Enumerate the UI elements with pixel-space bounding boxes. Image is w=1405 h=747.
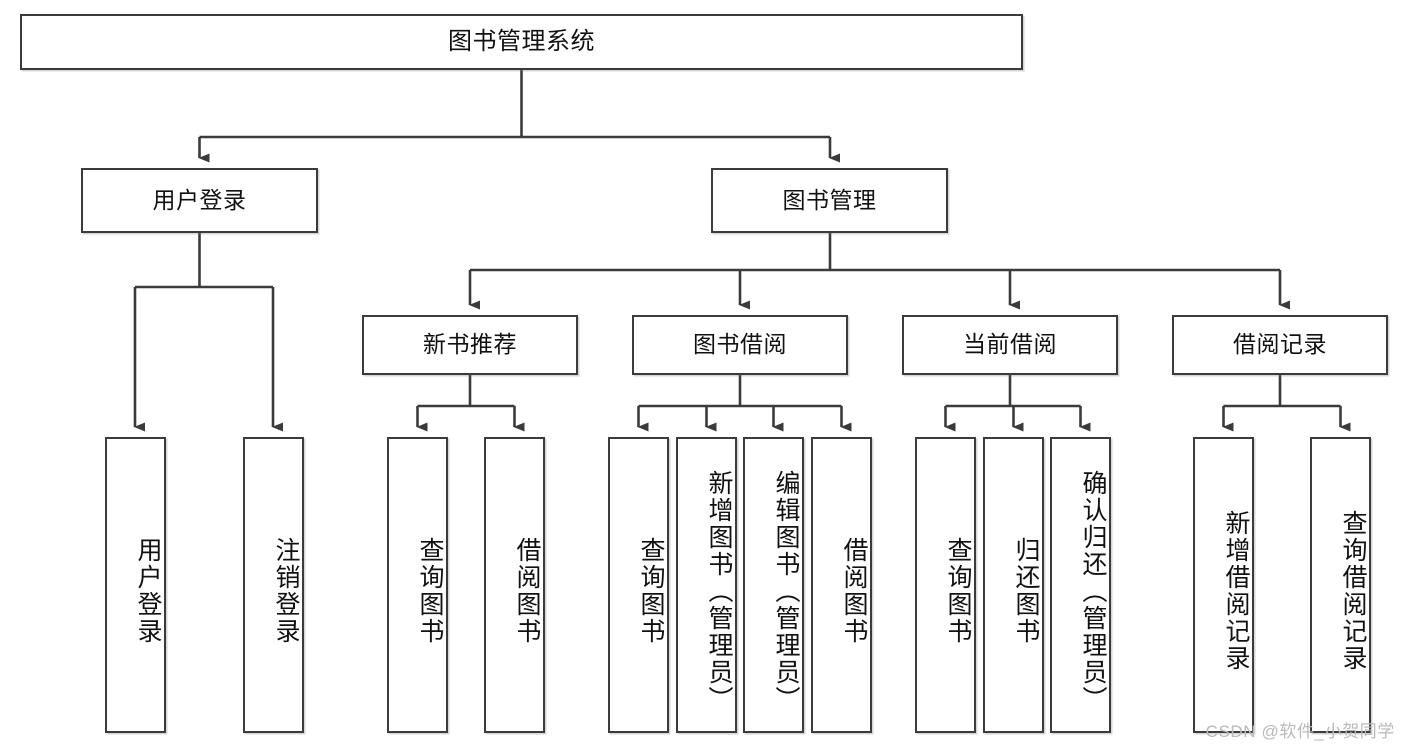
- node-borrow-records[interactable]: 借阅记录: [1172, 315, 1388, 375]
- leaf-label: 注销登录: [272, 537, 300, 645]
- leaf-label: 借阅图书: [513, 537, 541, 645]
- leaf-label: 编辑图书（管理员）: [772, 469, 800, 713]
- node-book-borrow[interactable]: 图书借阅: [632, 315, 848, 375]
- leaf-query-borrow-record[interactable]: 查询借阅记录: [1310, 437, 1371, 733]
- node-book-management-label: 图书管理: [782, 186, 877, 213]
- leaf-label: 借阅图书: [840, 537, 868, 645]
- leaf-add-borrow-record[interactable]: 新增借阅记录: [1193, 437, 1254, 733]
- node-root-label: 图书管理系统: [448, 27, 595, 55]
- node-new-book-recommend-label: 新书推荐: [423, 331, 517, 358]
- leaf-logout-login[interactable]: 注销登录: [243, 437, 304, 733]
- leaf-add-book-admin[interactable]: 新增图书（管理员）: [676, 437, 737, 733]
- leaf-label: 归还图书: [1012, 537, 1040, 645]
- node-book-management[interactable]: 图书管理: [711, 168, 948, 233]
- leaf-label: 新增图书（管理员）: [705, 469, 733, 713]
- leaf-borrow-book[interactable]: 借阅图书: [811, 437, 872, 733]
- leaf-query-book-current[interactable]: 查询图书: [915, 437, 976, 733]
- leaf-return-book[interactable]: 归还图书: [983, 437, 1044, 733]
- leaf-confirm-return-admin[interactable]: 确认归还（管理员）: [1050, 437, 1111, 733]
- node-root[interactable]: 图书管理系统: [20, 14, 1023, 70]
- node-current-borrow[interactable]: 当前借阅: [902, 315, 1118, 375]
- leaf-borrow-book-recommend[interactable]: 借阅图书: [484, 437, 545, 733]
- leaf-edit-book-admin[interactable]: 编辑图书（管理员）: [743, 437, 804, 733]
- node-book-borrow-label: 图书借阅: [693, 331, 787, 358]
- leaf-query-book-borrow[interactable]: 查询图书: [608, 437, 669, 733]
- node-new-book-recommend[interactable]: 新书推荐: [362, 315, 578, 375]
- leaf-label: 查询图书: [944, 537, 972, 645]
- node-user-login-label: 用户登录: [152, 186, 247, 213]
- leaf-label: 确认归还（管理员）: [1079, 469, 1107, 713]
- leaf-label: 查询图书: [416, 537, 444, 645]
- watermark: CSDN @软件_小贺同学: [1205, 722, 1395, 741]
- leaf-query-book-recommend[interactable]: 查询图书: [387, 437, 448, 733]
- node-user-login[interactable]: 用户登录: [81, 168, 318, 233]
- leaf-label: 用户登录: [134, 537, 162, 645]
- leaf-label: 新增借阅记录: [1222, 510, 1250, 672]
- leaf-label: 查询借阅记录: [1339, 510, 1367, 672]
- leaf-user-login[interactable]: 用户登录: [105, 437, 166, 733]
- leaf-label: 查询图书: [637, 537, 665, 645]
- node-borrow-records-label: 借阅记录: [1233, 331, 1327, 358]
- node-current-borrow-label: 当前借阅: [963, 331, 1057, 358]
